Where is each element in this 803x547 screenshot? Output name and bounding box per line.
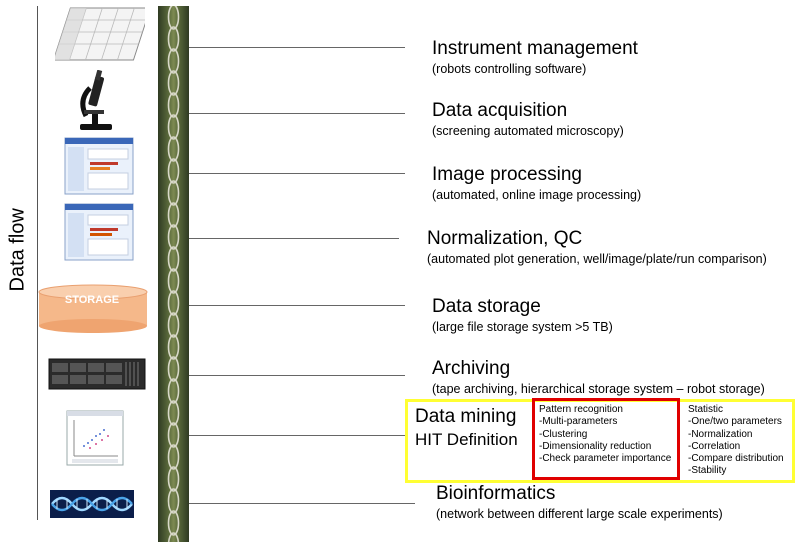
stage-subtitle-bioinformatics: (network between different large scale e… bbox=[436, 507, 723, 521]
statistic-item: -One/two parameters bbox=[688, 416, 782, 428]
leader-line bbox=[189, 305, 405, 306]
statistic-item: -Correlation bbox=[688, 440, 741, 452]
leader-line bbox=[189, 375, 405, 376]
statistic-list: Statistic -One/two parameters -Normaliza… bbox=[688, 404, 784, 478]
microscope-icon bbox=[80, 70, 112, 130]
chain-link bbox=[167, 224, 180, 250]
pattern-recognition-list: Pattern recognition -Multi-parameters -C… bbox=[539, 404, 671, 465]
chain-link bbox=[167, 202, 180, 228]
chain-link bbox=[167, 92, 180, 118]
chain-link bbox=[167, 466, 180, 492]
chain-link bbox=[167, 422, 180, 448]
chain-link bbox=[167, 356, 180, 382]
pattern-item: -Check parameter importance bbox=[539, 453, 672, 465]
stage-title-image-processing: Image processing bbox=[432, 164, 582, 185]
leader-line bbox=[189, 435, 405, 436]
stage-title-data-mining: Data mining bbox=[415, 406, 517, 427]
calendar-icon bbox=[55, 7, 145, 61]
chain-link bbox=[167, 334, 180, 360]
leader-line bbox=[189, 113, 405, 114]
chain-link bbox=[167, 312, 180, 338]
data-flow-label: Data flow bbox=[6, 208, 29, 292]
stage-subtitle-image-processing: (automated, online image processing) bbox=[432, 188, 642, 202]
chain-link bbox=[167, 488, 180, 514]
chain-link bbox=[167, 26, 180, 52]
pattern-item: -Dimensionality reduction bbox=[539, 440, 652, 452]
stage-subtitle-archiving: (tape archiving, hierarchical storage sy… bbox=[432, 382, 765, 396]
stage-subtitle-normalization-qc: (automated plot generation, well/image/p… bbox=[427, 252, 767, 266]
statistic-item: -Normalization bbox=[688, 428, 753, 440]
chain-link bbox=[167, 180, 180, 206]
stage-title-hit-definition: HIT Definition bbox=[415, 430, 518, 449]
stage-title-instrument-management: Instrument management bbox=[432, 38, 638, 59]
chain-links bbox=[167, 6, 180, 542]
statistic-item: -Compare distribution bbox=[688, 453, 784, 465]
storage-icon-label: STORAGE bbox=[64, 294, 120, 306]
leader-line bbox=[189, 173, 405, 174]
stage-subtitle-data-acquisition: (screening automated microscopy) bbox=[432, 124, 624, 138]
pattern-item: -Multi-parameters bbox=[539, 416, 618, 428]
stage-title-data-storage: Data storage bbox=[432, 296, 541, 317]
chain-link bbox=[167, 532, 180, 542]
chain-link bbox=[167, 6, 180, 30]
stage-title-bioinformatics: Bioinformatics bbox=[436, 483, 556, 504]
chain-link bbox=[167, 114, 180, 140]
statistic-heading: Statistic bbox=[688, 404, 724, 415]
chain-link bbox=[167, 246, 180, 272]
stage-subtitle-data-storage: (large file storage system >5 TB) bbox=[432, 320, 613, 334]
stage-subtitle-instrument-management: (robots controlling software) bbox=[432, 62, 587, 76]
chain-link bbox=[167, 290, 180, 316]
pattern-recognition-box bbox=[532, 398, 680, 480]
chain-link bbox=[167, 378, 180, 404]
chain-link bbox=[167, 268, 180, 294]
chain-link bbox=[167, 444, 180, 470]
pattern-heading: Pattern recognition bbox=[539, 404, 623, 415]
pattern-item: -Clustering bbox=[539, 428, 588, 440]
scatter-plot-window-icon bbox=[66, 410, 124, 466]
chain-link bbox=[167, 48, 180, 74]
chain-link bbox=[167, 510, 180, 536]
software-window-icon bbox=[64, 203, 134, 261]
chain-link bbox=[167, 400, 180, 426]
leader-line bbox=[189, 47, 405, 48]
leader-line bbox=[189, 503, 415, 504]
leader-line bbox=[189, 238, 399, 239]
server-icon bbox=[48, 358, 146, 390]
stage-title-data-acquisition: Data acquisition bbox=[432, 100, 568, 121]
dna-icon bbox=[50, 490, 134, 518]
chain-link bbox=[167, 136, 180, 162]
stage-title-archiving: Archiving bbox=[432, 358, 511, 379]
stage-title-normalization-qc: Normalization, QC bbox=[427, 228, 583, 249]
chain-link bbox=[167, 70, 180, 96]
chain-column bbox=[158, 6, 189, 542]
chain-link bbox=[167, 158, 180, 184]
software-window-icon bbox=[64, 137, 134, 195]
statistic-item: -Stability bbox=[688, 465, 727, 477]
storage-icon bbox=[38, 284, 148, 333]
data-flow-axis bbox=[37, 6, 38, 520]
